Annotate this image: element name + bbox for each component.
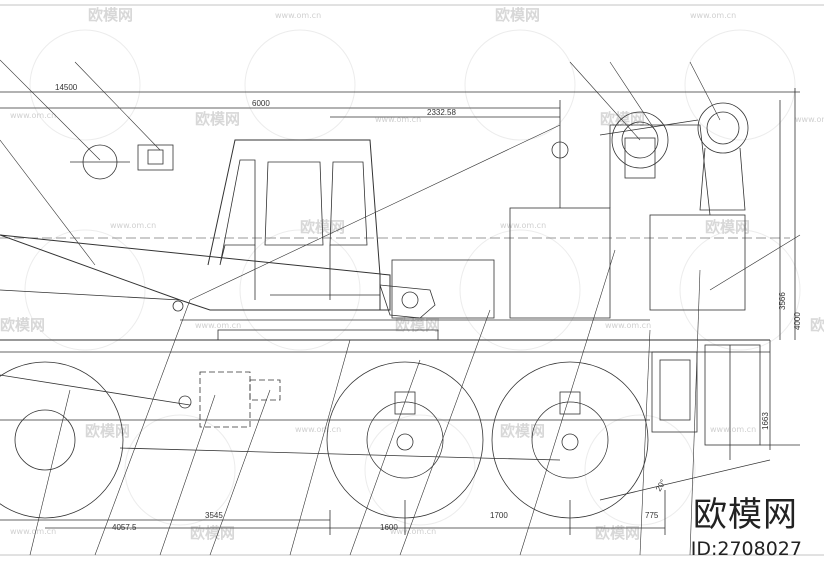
watermark-url: www.om.cn (375, 115, 421, 124)
dim-1700: 1700 (490, 511, 508, 520)
luffing-cylinder (379, 259, 495, 319)
turntable (0, 319, 770, 421)
dimension-labels: 14500 6000 2332.58 3545 4057.5 1600 1700… (55, 83, 802, 532)
brand-id: ID:2708027 (690, 538, 802, 560)
watermark-brand: 欧模网 (85, 422, 130, 440)
dim-1600: 1600 (380, 523, 398, 532)
watermark-brand: 欧模网 (88, 6, 133, 24)
watermark-url: www.om.cn (10, 111, 56, 120)
dim-angle: 20° (654, 478, 668, 493)
superstructure (509, 124, 746, 319)
watermark-url: www.om.cn (10, 527, 56, 536)
watermark-url: www.om.cn (195, 321, 241, 330)
dim-1663: 1663 (761, 412, 770, 430)
watermark-brand: 欧模网 (190, 524, 235, 542)
watermark-url: www.om.cn (500, 221, 546, 230)
driveline (0, 371, 561, 461)
watermark-brand: 欧模网 (0, 316, 45, 334)
brand-logo-text: 欧模网 (693, 495, 798, 535)
watermark-rosettes (24, 29, 801, 526)
watermark-brand: 欧模网 (195, 110, 240, 128)
crane-boom (0, 234, 790, 312)
watermark-brand: 欧模网 (810, 316, 824, 334)
watermark-url: www.om.cn (795, 115, 824, 124)
winch-drums (599, 102, 749, 211)
wheel-1 (0, 361, 124, 519)
watermark-url: www.om.cn (690, 11, 736, 20)
top-dimensions (0, 88, 800, 340)
watermark-brand: 欧模网 (500, 422, 545, 440)
leader-lines (0, 59, 801, 556)
dim-4000: 4000 (793, 312, 802, 330)
crane-cab (207, 139, 381, 311)
watermark-url: www.om.cn (710, 425, 756, 434)
dim-2332: 2332.58 (427, 108, 456, 117)
dim-6000: 6000 (252, 99, 270, 108)
watermark-brand: 欧模网 (600, 110, 645, 128)
dim-775: 775 (645, 511, 659, 520)
dim-3566: 3566 (778, 292, 787, 310)
outrigger (599, 344, 771, 501)
watermark-brand: 欧模网 (595, 524, 640, 542)
top-left-components (70, 144, 174, 180)
bottom-dimensions (0, 490, 666, 535)
dim-3545: 3545 (205, 511, 223, 520)
watermark-row-1: 欧模网 www.om.cn 欧模网 www.om.cn www.om.cn 欧模… (0, 6, 824, 542)
wheels (0, 361, 649, 519)
watermark-url: www.om.cn (390, 527, 436, 536)
dim-4057: 4057.5 (112, 523, 137, 532)
watermark-url: www.om.cn (275, 11, 321, 20)
wheel-2 (326, 361, 484, 519)
right-dimensions (760, 340, 800, 450)
watermark-brand: 欧模网 (495, 6, 540, 24)
watermark-url: www.om.cn (605, 321, 651, 330)
watermark-url: www.om.cn (295, 425, 341, 434)
watermark-brand: 欧模网 (705, 218, 750, 236)
dim-14500: 14500 (55, 83, 78, 92)
watermark-url: www.om.cn (110, 221, 156, 230)
watermark-brand: 欧模网 (395, 316, 440, 334)
